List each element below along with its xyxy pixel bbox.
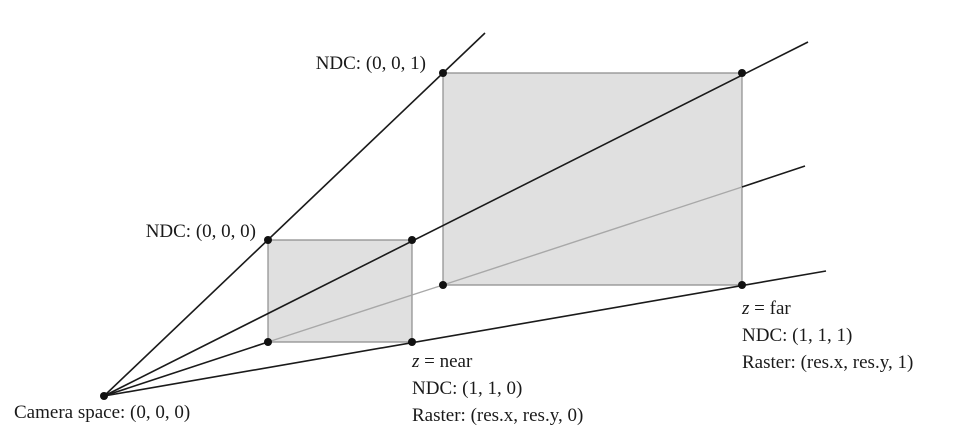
far-top-left-point — [439, 69, 447, 77]
frustum-ray-top-right — [103, 41, 809, 397]
far-bottom-left-point — [439, 281, 447, 289]
near-ndc-label: NDC: (1, 1, 0) — [412, 378, 522, 399]
far-top-right-point — [738, 69, 746, 77]
far-plane — [442, 72, 743, 286]
frustum-ray-top-left — [103, 32, 486, 397]
near-top-left-point — [264, 236, 272, 244]
far-z-value: = far — [749, 298, 791, 319]
frustum-ray-bottom-left-end — [741, 165, 806, 188]
frustum-ray-bottom-left-between — [411, 284, 444, 296]
frustum-ray-bottom-left-hidden-near — [267, 294, 413, 343]
far-z-variable: z — [741, 298, 750, 319]
near-z-label: z = near — [411, 351, 473, 372]
far-bottom-right-point — [738, 281, 746, 289]
far-raster-label: Raster: (res.x, res.y, 1) — [742, 352, 913, 373]
frustum-ray-bottom-right — [103, 270, 827, 397]
frustum-ray-bottom-left-hidden-far — [442, 186, 743, 286]
far-ndc-label: NDC: (1, 1, 1) — [742, 325, 852, 346]
frustum-ray-bottom-left-start — [103, 341, 269, 397]
near-z-variable: z — [411, 351, 420, 372]
camera-origin-point — [100, 392, 108, 400]
near-plane — [267, 239, 413, 343]
near-raster-label: Raster: (res.x, res.y, 0) — [412, 405, 583, 426]
near-bottom-right-point — [408, 338, 416, 346]
far-z-label: z = far — [741, 298, 791, 319]
near-bottom-left-point — [264, 338, 272, 346]
near-z-value: = near — [419, 351, 473, 372]
camera-space-label: Camera space: (0, 0, 0) — [14, 402, 190, 423]
near-top-right-point — [408, 236, 416, 244]
ndc-origin-near-label: NDC: (0, 0, 0) — [146, 221, 256, 242]
ndc-origin-far-label: NDC: (0, 0, 1) — [316, 53, 426, 74]
